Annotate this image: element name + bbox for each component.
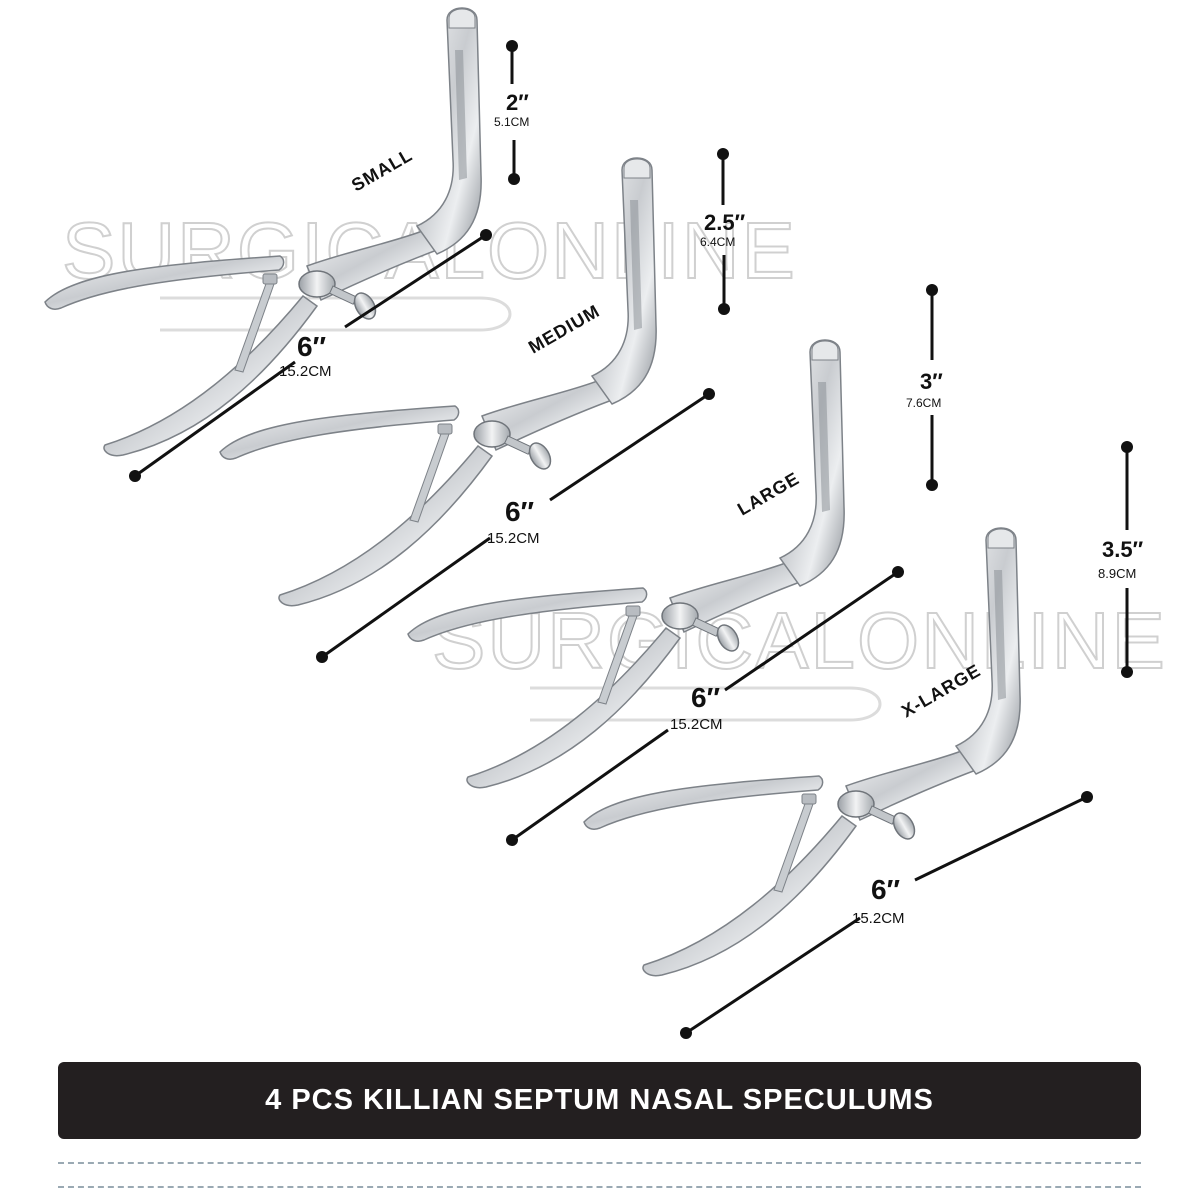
overall-length-cm-medium: 15.2CM xyxy=(487,530,540,547)
overall-length-cm-x-large: 15.2CM xyxy=(852,910,905,927)
blade-length-dim-lines xyxy=(510,46,1129,672)
size-label-medium: MEDIUM xyxy=(525,301,603,358)
overall-length-inches-medium: 6″ xyxy=(505,496,534,527)
blade-length-inches-small: 2″ xyxy=(506,90,529,115)
title-banner: 4 PCS KILLIAN SEPTUM NASAL SPECULUMS xyxy=(58,1062,1141,1139)
overall-length-inches-large: 6″ xyxy=(691,682,720,713)
overall-length-cm-small: 15.2CM xyxy=(279,363,332,380)
banner-title: 4 PCS KILLIAN SEPTUM NASAL SPECULUMS xyxy=(265,1084,934,1116)
size-label-small: SMALL xyxy=(348,145,416,196)
blade-length-inches-medium: 2.5″ xyxy=(704,210,746,235)
blade-length-cm-large: 7.6CM xyxy=(906,396,941,410)
dashed-divider xyxy=(58,1186,1141,1188)
blade-length-inches-x-large: 3.5″ xyxy=(1102,537,1144,562)
watermark-lines xyxy=(160,296,882,722)
blade-length-cm-small: 5.1CM xyxy=(494,115,529,129)
blade-length-cm-medium: 6.4CM xyxy=(700,235,735,249)
overall-length-inches-small: 6″ xyxy=(297,331,326,362)
dashed-divider xyxy=(58,1162,1141,1164)
size-label-large: LARGE xyxy=(734,468,803,519)
blade-length-inches-large: 3″ xyxy=(920,369,943,394)
overall-length-cm-large: 15.2CM xyxy=(670,716,723,733)
overall-length-dim-lines xyxy=(134,233,1088,1035)
overall-length-inches-x-large: 6″ xyxy=(871,874,900,905)
blade-length-cm-x-large: 8.9CM xyxy=(1098,566,1136,581)
